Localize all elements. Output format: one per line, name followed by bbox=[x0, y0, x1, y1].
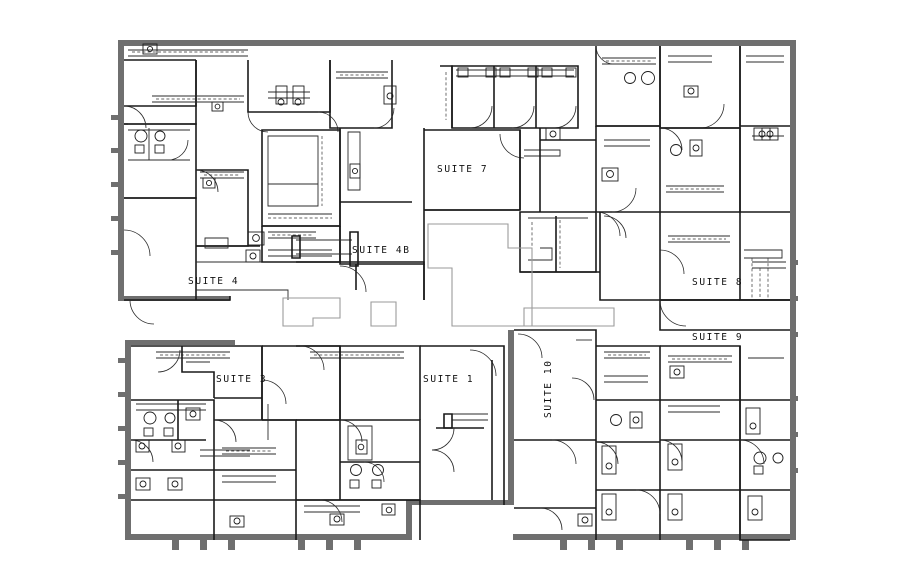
bottom-wall-pilasters bbox=[172, 540, 749, 550]
zone-suite7 bbox=[424, 65, 579, 212]
suite-label-suite-10: SUITE 10 bbox=[543, 359, 554, 418]
central-core-lobby bbox=[282, 223, 615, 327]
suite-label-suite-3: SUITE 3 bbox=[216, 374, 267, 385]
suite-labels: SUITE 7 SUITE 4B SUITE 4 SUITE 8 SUITE 9… bbox=[188, 164, 743, 418]
zone-upper-left bbox=[123, 43, 289, 325]
window-mullions bbox=[111, 115, 798, 499]
suite-label-suite-1: SUITE 1 bbox=[423, 374, 474, 385]
zone-upper-center bbox=[247, 60, 425, 300]
suite-label-suite-8: SUITE 8 bbox=[692, 277, 743, 288]
exterior-walls bbox=[118, 40, 796, 540]
zone-suite89 bbox=[659, 261, 790, 331]
suite-label-suite-9: SUITE 9 bbox=[692, 332, 743, 343]
zone-upper-right bbox=[519, 45, 790, 301]
zone-lower-center bbox=[296, 345, 505, 540]
zone-lower-right bbox=[514, 329, 790, 541]
suite-label-suite-4b: SUITE 4B bbox=[352, 245, 411, 256]
suite-label-suite-7: SUITE 7 bbox=[437, 164, 488, 175]
suite-label-suite-4: SUITE 4 bbox=[188, 276, 239, 287]
